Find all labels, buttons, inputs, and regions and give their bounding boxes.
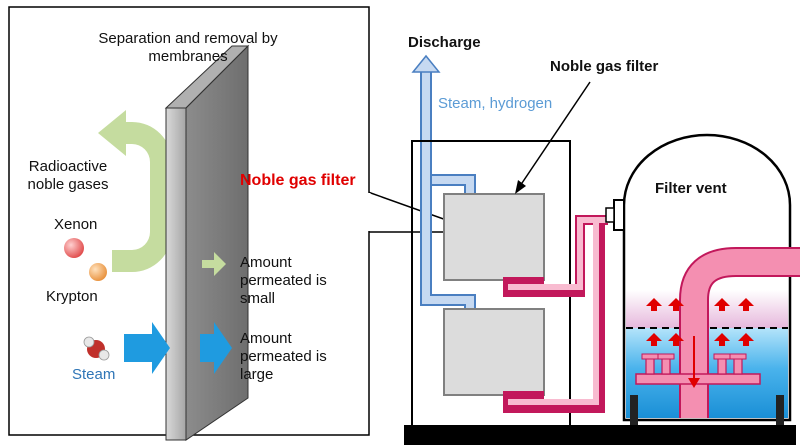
filter-vent-label: Filter vent bbox=[655, 180, 727, 197]
noble-gases-label: Radioactive noble gases bbox=[16, 158, 120, 194]
noble-gases-line2: noble gases bbox=[27, 176, 109, 193]
steam-arrow-in bbox=[124, 322, 170, 374]
large-line3: large bbox=[240, 366, 274, 383]
small-line2: permeated is bbox=[240, 272, 327, 289]
krypton-ball bbox=[89, 263, 107, 281]
large-line1: Amount bbox=[240, 330, 292, 347]
small-permeation-arrow bbox=[202, 252, 226, 276]
callout-title-line2: membranes bbox=[148, 48, 228, 65]
steam-hydrogen-label: Steam, hydrogen bbox=[438, 95, 553, 112]
filter-module-lower bbox=[443, 308, 545, 396]
membrane bbox=[164, 44, 250, 441]
xenon-ball bbox=[64, 238, 84, 258]
discharge-label: Discharge bbox=[408, 34, 481, 51]
noble-gas-filter-pointer bbox=[519, 81, 591, 187]
callout-title: Separation and removal by membranes bbox=[58, 30, 318, 66]
steam-hydrogen-pipe bbox=[411, 54, 476, 312]
vent-inlet-pipe bbox=[635, 247, 800, 418]
discharge-arrowhead bbox=[411, 54, 441, 73]
steam-molecule-icon bbox=[83, 336, 110, 361]
rising-gas-arrows bbox=[646, 298, 754, 346]
large-permeation-label: Amount permeated is large bbox=[240, 330, 327, 384]
vent-pipe bbox=[503, 215, 610, 413]
steam-label: Steam bbox=[72, 366, 116, 383]
filter-module-upper bbox=[443, 193, 545, 281]
large-line2: permeated is bbox=[240, 348, 327, 365]
noble-gas-filter-label: Noble gas filter bbox=[550, 58, 659, 75]
steam-arrow-out bbox=[200, 322, 232, 374]
callout-filter-label: Noble gas filter bbox=[240, 172, 356, 189]
small-line1: Amount bbox=[240, 254, 292, 271]
krypton-label: Krypton bbox=[46, 288, 98, 305]
xenon-label: Xenon bbox=[54, 216, 98, 233]
small-line3: small bbox=[240, 290, 276, 307]
callout-title-line1: Separation and removal by bbox=[98, 30, 278, 47]
noble-gases-line1: Radioactive bbox=[28, 158, 108, 175]
ground-base bbox=[404, 425, 796, 445]
small-permeation-label: Amount permeated is small bbox=[240, 254, 327, 308]
